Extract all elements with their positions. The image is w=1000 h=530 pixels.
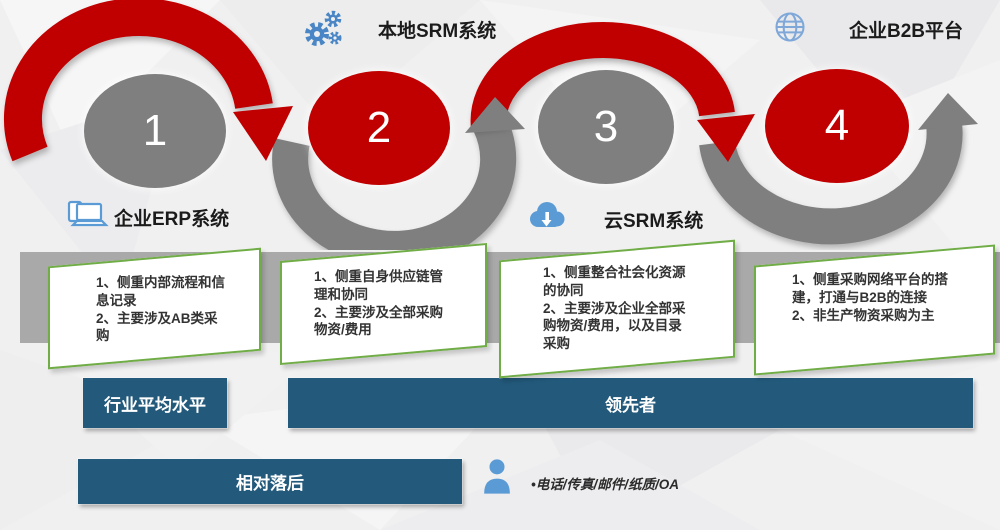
local-srm-label: 本地SRM系统 <box>378 21 497 42</box>
note-line: 1、侧重自身供应链管理和协同 <box>314 269 444 302</box>
note-line: 2、非生产物资采购为主 <box>792 307 935 323</box>
cloud-download-icon <box>524 199 570 233</box>
note-line: 2、主要涉及全部采购物资/费用 <box>314 304 444 338</box>
erp-system-label: 企业ERP系统 <box>114 209 230 230</box>
note-line: 2、主要涉及AB类采购 <box>96 310 218 344</box>
communication-channels-text: •电话/传真/邮件/纸质/OA <box>531 477 679 492</box>
note-box-3: 1、侧重整合社会化资源的协同 2、主要涉及企业全部采购物资/费用，以及目录采购 <box>499 239 735 379</box>
note-line: 1、侧重内部流程和信息记录 <box>96 275 226 308</box>
bar-relatively-behind: 相对落后 <box>78 459 462 504</box>
note-line: 1、侧重整合社会化资源的协同 <box>543 265 686 298</box>
step-number-3: 3 <box>593 102 619 151</box>
step-number-1: 1 <box>142 106 168 155</box>
b2b-platform-label: 企业B2B平台 <box>849 21 964 42</box>
cloud-srm-label: 云SRM系统 <box>604 211 704 232</box>
person-icon <box>482 455 512 498</box>
bar-leader: 领先者 <box>288 378 973 428</box>
note-line: 2、主要涉及企业全部采购物资/费用，以及目录采购 <box>543 300 686 352</box>
gears-icon <box>300 8 346 52</box>
globe-icon <box>771 9 809 45</box>
step-number-2: 2 <box>366 103 392 152</box>
bar-industry-average: 行业平均水平 <box>83 378 227 428</box>
step-number-4: 4 <box>824 101 850 150</box>
note-box-2: 1、侧重自身供应链管理和协同 2、主要涉及全部采购物资/费用 <box>280 242 487 366</box>
note-box-1: 1、侧重内部流程和信息记录 2、主要涉及AB类采购 <box>48 247 261 370</box>
note-box-4: 1、侧重采购网络平台的搭建，打通与B2B的连接 2、非生产物资采购为主 <box>754 244 995 376</box>
laptop-icon <box>66 197 110 231</box>
note-line: 1、侧重采购网络平台的搭建，打通与B2B的连接 <box>792 272 949 305</box>
